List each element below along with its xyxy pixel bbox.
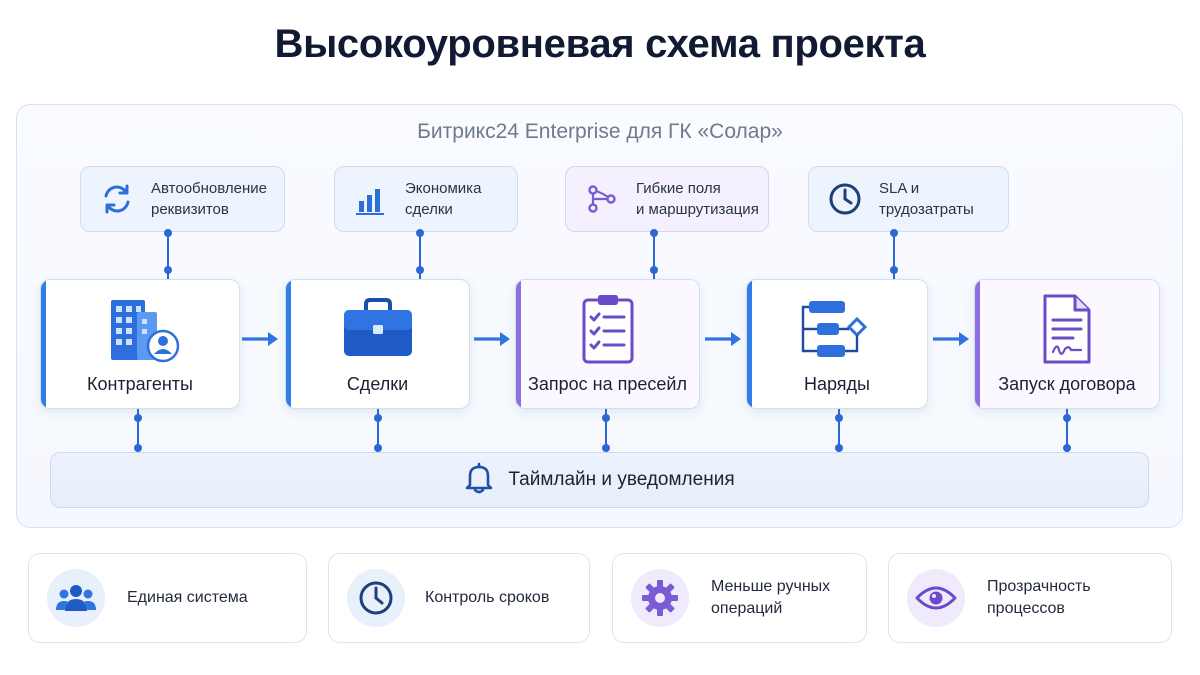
feature-sla: SLA и трудозатраты [808,166,1009,232]
benefit-deadline-control: Контроль сроков [328,553,590,643]
gear-icon [631,569,689,627]
feature-label: Автообновление реквизитов [151,180,267,218]
benefit-label: Прозрачность процессов [987,578,1091,617]
timeline-label: Таймлайн и уведомления [508,469,735,490]
connector-line [137,409,139,452]
connector-dot [416,229,424,237]
feature-label: SLA и трудозатраты [879,180,974,218]
contract-document-icon [975,294,1159,364]
connector-dot [835,444,843,452]
benefit-single-system: Единая система [28,553,307,643]
connector-dot [890,266,898,274]
connector-dot [650,266,658,274]
connector-line [1066,409,1068,452]
connector-dot [1063,414,1071,422]
routing-icon [582,179,622,219]
connector-dot [1063,444,1071,452]
page-title: Высокоуровневая схема проекта [274,22,926,66]
flow-arrow [474,332,510,346]
card-accent [286,280,291,408]
feature-deal-economics: Экономика сделки [334,166,518,232]
workflow-icon [747,294,927,364]
feature-label: Гибкие поля и маршрутизация [636,180,759,218]
connector-dot [890,229,898,237]
benefit-label: Единая система [127,589,248,606]
connector-dot [134,414,142,422]
stage-card-presale[interactable]: Запрос на пресейл [515,279,700,409]
flow-arrow [705,332,741,346]
refresh-icon [97,179,137,219]
stage-label: Наряды [803,374,870,394]
stage-card-deals[interactable]: Сделки [285,279,470,409]
connector-dot [602,414,610,422]
stage-label: Сделки [346,374,409,394]
timeline-bar[interactable]: Таймлайн и уведомления [50,452,1149,508]
benefit-label: Меньше ручных операций [711,578,831,617]
stage-label: Контрагенты [86,374,193,394]
checklist-icon [516,294,699,364]
card-accent [975,280,980,408]
connector-dot [835,414,843,422]
benefit-transparency: Прозрачность процессов [888,553,1172,643]
connector-dot [374,414,382,422]
connector-line [653,232,655,279]
connector-dot [164,266,172,274]
benefit-less-manual: Меньше ручных операций [612,553,867,643]
clock-icon [825,179,865,219]
card-accent [41,280,46,408]
connector-line [377,409,379,452]
stage-card-contract[interactable]: Запуск договора [974,279,1160,409]
users-icon [47,569,105,627]
connector-dot [134,444,142,452]
connector-dot [164,229,172,237]
connector-dot [602,444,610,452]
bell-icon [464,462,494,499]
stage-label: Запуск договора [998,374,1136,394]
connector-dot [374,444,382,452]
connector-line [419,232,421,279]
connector-dot [416,266,424,274]
building-user-icon [41,294,239,364]
eye-icon [907,569,965,627]
stage-card-orders[interactable]: Наряды [746,279,928,409]
connector-dot [650,229,658,237]
feature-flex-fields: Гибкие поля и маршрутизация [565,166,769,232]
card-accent [747,280,752,408]
clock-icon [347,569,405,627]
feature-auto-update: Автообновление реквизитов [80,166,285,232]
bar-chart-icon [351,179,391,219]
benefit-label: Контроль сроков [425,589,550,606]
connector-line [167,232,169,279]
stage-label: Запрос на пресейл [528,374,687,394]
card-accent [516,280,521,408]
frame-title: Битрикс24 Enterprise для ГК «Солар» [417,120,783,143]
flow-arrow [242,332,278,346]
briefcase-icon [286,294,469,364]
connector-line [838,409,840,452]
feature-label: Экономика сделки [405,180,482,218]
connector-line [893,232,895,279]
stage-card-counterparties[interactable]: Контрагенты [40,279,240,409]
flow-arrow [933,332,969,346]
connector-line [605,409,607,452]
